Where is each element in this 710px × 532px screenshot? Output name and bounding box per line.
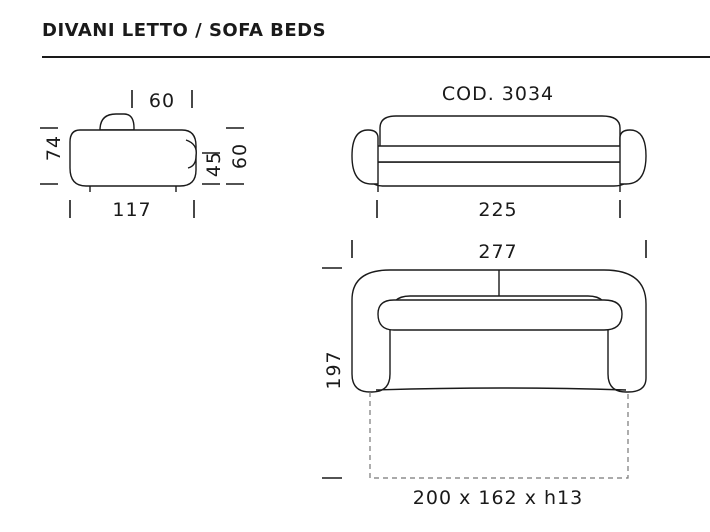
side-backrest-shape [99, 113, 135, 131]
front-width-label: 225 [478, 199, 517, 221]
top-width-label: 277 [478, 241, 517, 263]
side-view: 60 74 45 60 117 [40, 90, 251, 221]
top-view: 277 197 200 x 162 x h13 [322, 240, 647, 509]
front-right-arm-shape [619, 129, 647, 185]
side-arm-height-label: 60 [229, 143, 251, 169]
side-body-shape [69, 129, 197, 187]
top-seat-cushion-shape [377, 299, 623, 331]
bed-outline-dashed [369, 392, 629, 479]
side-height-label: 74 [43, 135, 65, 161]
side-arm-shape [185, 139, 197, 169]
front-left-arm-shape [351, 129, 379, 185]
top-depth-label: 197 [323, 350, 345, 389]
front-view: COD. 3034 225 [351, 83, 647, 221]
product-code: COD. 3034 [442, 83, 554, 105]
header-divider [42, 56, 710, 58]
front-backrest-shape [379, 115, 621, 149]
front-seat-cushion-shape [365, 145, 633, 163]
side-depth-top-label: 60 [149, 90, 175, 112]
bed-size-label: 200 x 162 x h13 [413, 487, 583, 509]
page-title: DIVANI LETTO / SOFA BEDS [42, 20, 327, 41]
front-base-shape [369, 161, 629, 187]
top-seat-front-line [375, 387, 627, 391]
side-seat-height-label: 45 [203, 151, 225, 177]
side-depth-label: 117 [112, 199, 151, 221]
